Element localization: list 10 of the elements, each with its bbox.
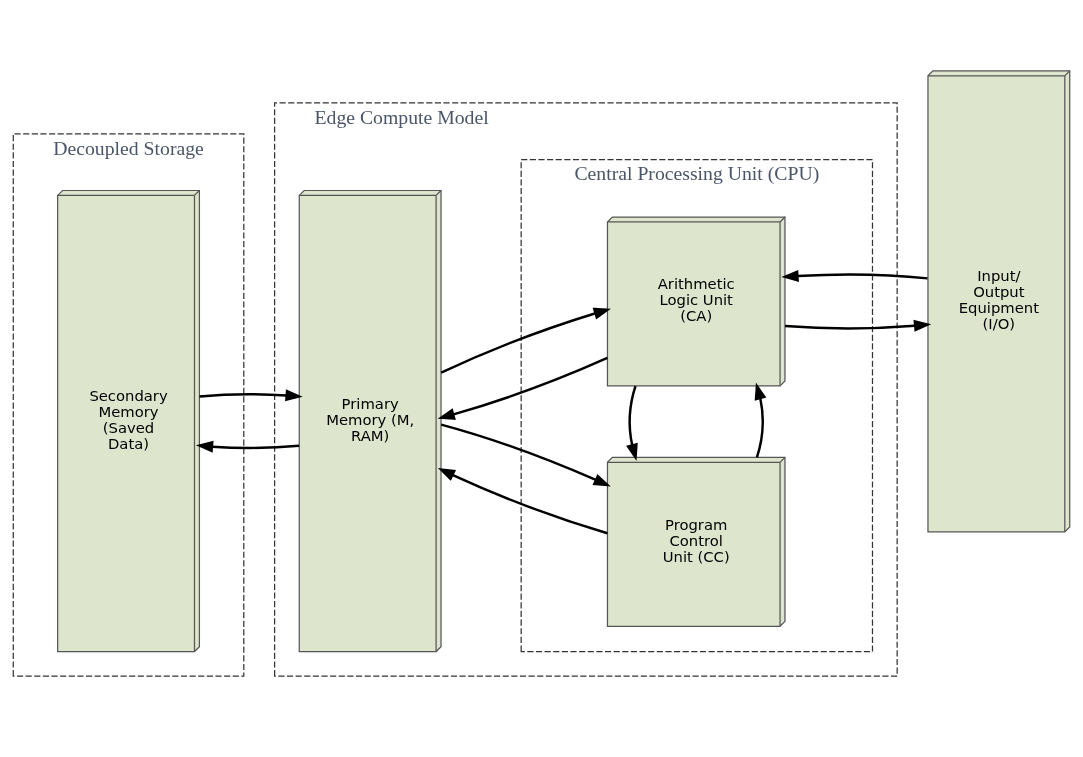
arrow (437, 356, 608, 420)
arrow (626, 385, 638, 461)
arrow (440, 307, 611, 374)
arrow (440, 423, 611, 487)
arrow (195, 440, 300, 453)
arrow (199, 389, 303, 402)
arrow (437, 468, 608, 535)
arrow (781, 269, 928, 282)
arrow (785, 319, 932, 332)
arrow (754, 382, 767, 458)
